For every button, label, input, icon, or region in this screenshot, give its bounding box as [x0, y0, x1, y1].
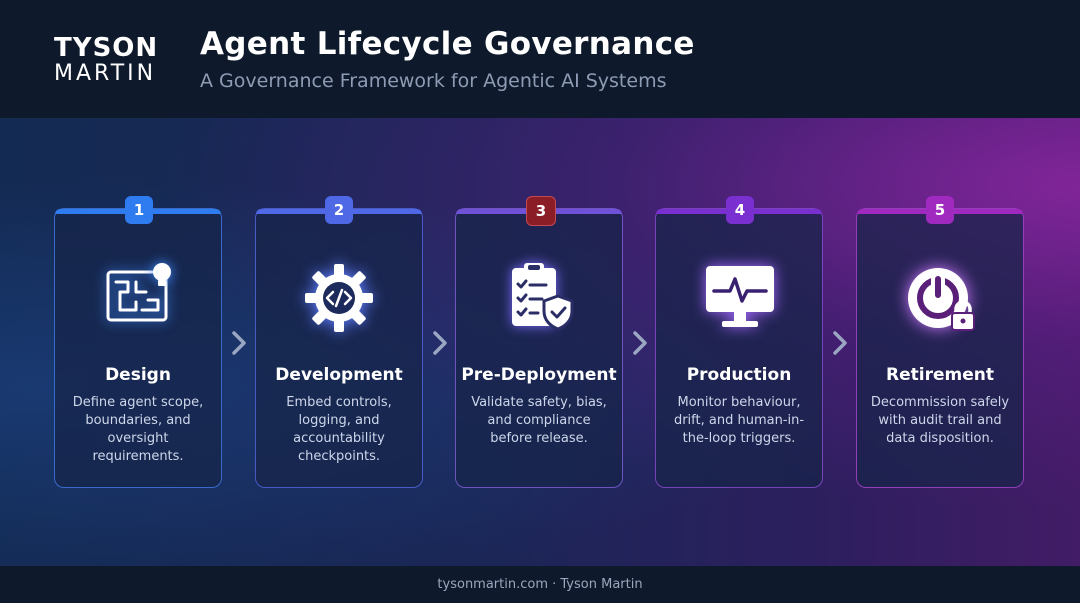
monitor-pulse-icon	[700, 258, 780, 338]
stage-description: Embed controls, logging, and accountabil…	[286, 395, 392, 464]
stage-number-badge: 3	[526, 196, 556, 226]
footer: tysonmartin.com · Tyson Martin	[0, 566, 1080, 603]
page-title: Agent Lifecycle Governance	[200, 26, 695, 62]
stage-description: Define agent scope, boundaries, and over…	[72, 395, 204, 464]
stage-description: Validate safety, bias, and compliance be…	[471, 395, 607, 446]
logo-top-text: TYSON	[54, 33, 159, 63]
stage-title: Production	[686, 365, 792, 385]
stage-number-badge: 4	[726, 196, 754, 224]
stage-card-design	[54, 208, 222, 488]
stage-title: Development	[275, 365, 403, 385]
chevron-right-icon	[230, 330, 248, 356]
logo-bottom-text: MARTIN	[54, 61, 157, 86]
checklist-shield-icon	[500, 258, 580, 338]
chevron-right-icon	[631, 330, 649, 356]
chevron-right-icon	[431, 330, 449, 356]
brand-logo: TYSON MARTIN	[54, 34, 158, 86]
stage-title: Retirement	[886, 365, 994, 385]
power-lock-icon	[900, 258, 980, 338]
stage-number-badge: 2	[325, 196, 353, 224]
stage-title: Pre-Deployment	[461, 365, 617, 385]
stage-title: Design	[105, 365, 171, 385]
footer-text: tysonmartin.com · Tyson Martin	[437, 577, 643, 592]
gear-code-icon	[299, 258, 379, 338]
blueprint-lightbulb-icon	[98, 258, 178, 338]
stage-number-badge: 5	[926, 196, 954, 224]
stage-number-badge: 1	[125, 196, 153, 224]
page-subtitle: A Governance Framework for Agentic AI Sy…	[200, 70, 667, 92]
header: TYSON MARTIN Agent Lifecycle Governance …	[0, 0, 1080, 118]
stage-description: Monitor behaviour, drift, and human-in-t…	[673, 395, 805, 446]
stage-description: Decommission safely with audit trail and…	[870, 395, 1010, 446]
chevron-right-icon	[831, 330, 849, 356]
